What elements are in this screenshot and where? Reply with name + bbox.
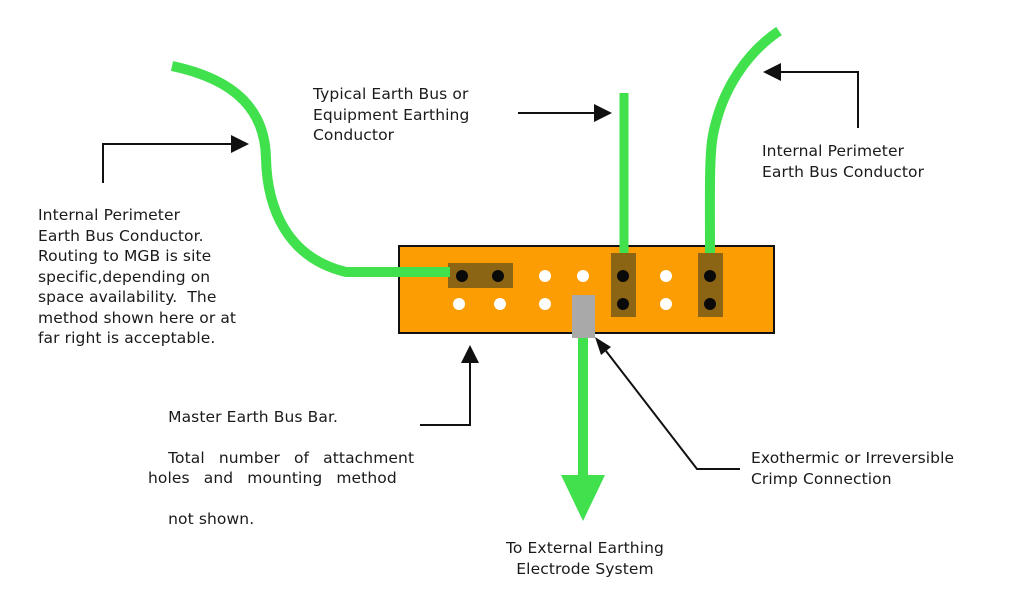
arrowhead-icon: [461, 345, 479, 363]
label-internal-perimeter-left: Internal Perimeter Earth Bus Conductor. …: [38, 206, 237, 347]
bolt: [617, 298, 629, 310]
leader-master-bus: [420, 362, 471, 426]
mounting-hole: [660, 270, 672, 282]
arrowhead-icon: [763, 63, 781, 81]
label-to-external: To External Earthing Electrode System: [505, 539, 664, 578]
mounting-hole: [660, 298, 672, 310]
bolt: [704, 270, 716, 282]
mounting-hole: [577, 270, 589, 282]
crimp-connection: [572, 295, 595, 338]
label-master-bus-justified: Total number of attachment holes and mou…: [148, 448, 415, 488]
mounting-hole: [539, 270, 551, 282]
left-earth-conductor-wire: [170, 61, 450, 277]
mounting-hole: [453, 298, 465, 310]
label-internal-perimeter-right: Internal Perimeter Earth Bus Conductor: [762, 142, 925, 181]
bolt: [704, 298, 716, 310]
arrowhead-icon: [231, 135, 249, 153]
label-typical-earth-bus: Typical Earth Bus or Equipment Earthing …: [313, 85, 470, 144]
arrowhead-icon: [595, 337, 611, 355]
label-master-bus-line4: not shown.: [168, 510, 255, 528]
label-exothermic-crimp: Exothermic or Irreversible Crimp Connect…: [751, 449, 955, 488]
down-arrow-icon: [561, 475, 605, 521]
mounting-hole: [539, 298, 551, 310]
leader-crimp: [605, 350, 740, 470]
bolt: [617, 270, 629, 282]
right-earth-conductor-wire: [704, 26, 782, 254]
bolt: [456, 270, 468, 282]
mounting-hole: [494, 298, 506, 310]
label-master-bus-line1: Master Earth Bus Bar.: [168, 407, 339, 426]
leader-left-internal: [102, 143, 232, 183]
label-master-bus: Master Earth Bus Bar. Total number of at…: [148, 386, 428, 550]
bolt: [492, 270, 504, 282]
arrowhead-icon: [594, 104, 612, 122]
leader-right-internal: [781, 71, 859, 128]
